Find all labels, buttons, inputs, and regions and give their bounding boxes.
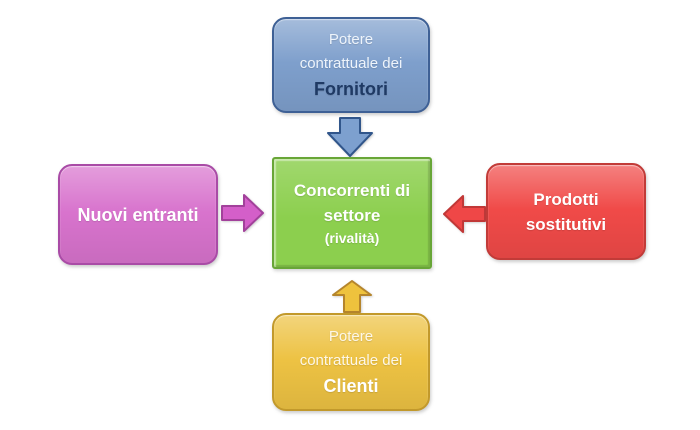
node-customers-line-2: contrattuale dei (299, 352, 403, 369)
node-suppliers-title: Fornitori (314, 79, 388, 99)
node-suppliers: Potere contrattuale dei Fornitori (272, 17, 430, 113)
node-suppliers-line-1: Potere (328, 31, 374, 48)
node-new-entrants-title: Nuovi entranti (77, 204, 199, 225)
arrow-left-shape (443, 195, 486, 233)
arrow-up-icon (332, 280, 372, 313)
arrow-right-icon (221, 194, 264, 232)
node-suppliers-line-2: contrattuale dei (299, 55, 403, 72)
node-substitutes-line-2: sostitutivi (525, 214, 607, 234)
arrow-new-entrants-to-rivalry (221, 192, 265, 234)
node-rivalry-line-2: settore (323, 205, 381, 225)
arrow-customers-to-rivalry (331, 279, 373, 313)
arrow-left-icon (443, 195, 486, 233)
node-customers-title: Clienti (323, 376, 379, 396)
node-substitutes-line-1: Prodotti (533, 189, 599, 209)
arrow-down-shape (327, 117, 373, 157)
node-new-entrants: Nuovi entranti (58, 164, 218, 265)
node-rivalry-line-1: Concorrenti di (293, 180, 411, 200)
arrow-down-icon (327, 117, 373, 157)
arrow-suppliers-to-rivalry (327, 117, 373, 157)
node-rivalry: Concorrenti di settore (rivalità) (272, 157, 432, 269)
arrow-substitutes-to-rivalry (442, 193, 486, 235)
node-rivalry-subtitle: (rivalità) (324, 229, 380, 246)
arrow-up-shape (332, 280, 372, 313)
node-customers-line-1: Potere (328, 328, 374, 345)
node-substitutes: Prodotti sostitutivi (486, 163, 646, 260)
arrow-right-shape (221, 194, 264, 232)
node-customers: Potere contrattuale dei Clienti (272, 313, 430, 411)
